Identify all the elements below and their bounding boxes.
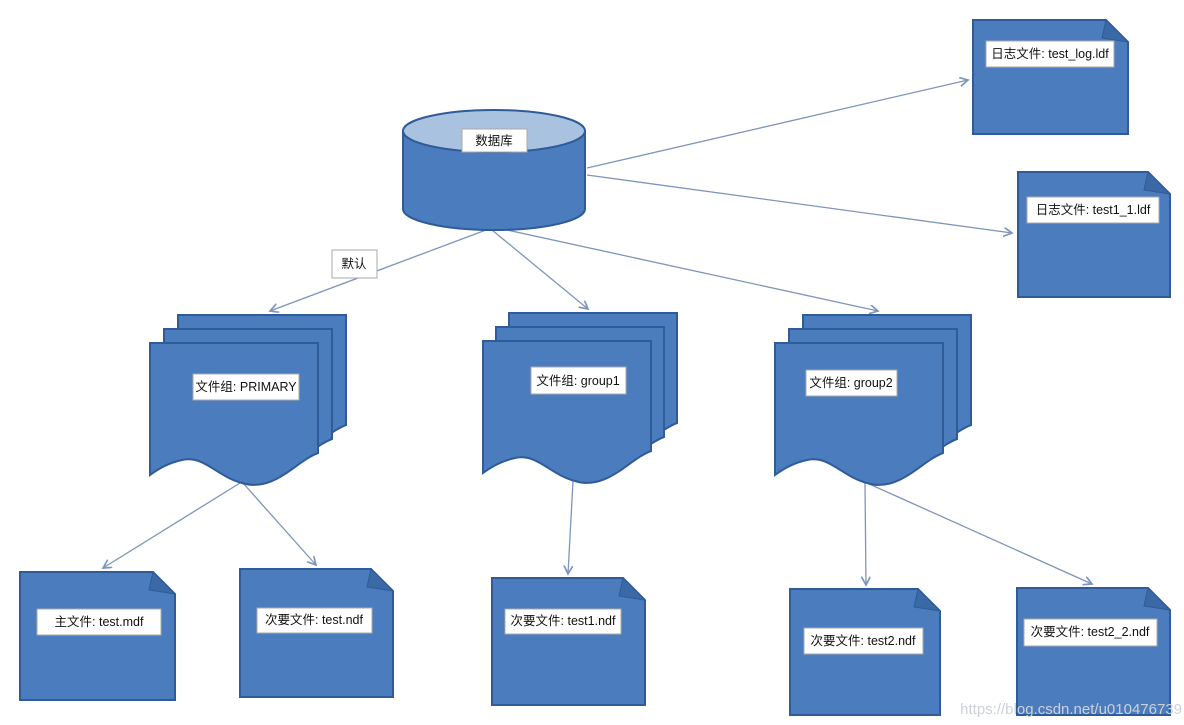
file-group-group1-label-text: 文件组: group1: [536, 373, 619, 388]
label-data-file-1: 次要文件: test.ndf: [256, 607, 373, 634]
edge-group2-ndf2_2: [866, 482, 1092, 584]
file-group-group2-label-text: 文件组: group2: [809, 375, 892, 390]
node-data-file-0: 主文件: test.mdf: [19, 571, 177, 701]
edge-db-log1: [586, 174, 1012, 233]
node-data-file-3: 次要文件: test2.ndf: [789, 588, 942, 716]
edge-primary-mdf: [103, 482, 241, 568]
database-cylinder: 数据库: [402, 109, 586, 231]
edge-group1-ndf1: [568, 480, 574, 574]
node-file-group-primary: 文件组: PRIMARY: [149, 314, 347, 486]
node-data-file-1: 次要文件: test.ndf: [239, 568, 395, 698]
edge-primary-ndf: [242, 482, 316, 565]
log-file-1-label-text: 日志文件: test1_1.ldf: [1036, 202, 1151, 217]
data-file-0-label-text: 主文件: test.mdf: [55, 614, 144, 629]
edges: [103, 80, 1092, 585]
folded-corner-icon: [913, 588, 942, 612]
folded-corner-icon: [366, 568, 395, 592]
edge-db-log0: [586, 80, 968, 169]
edge-db-group2: [497, 227, 878, 311]
watermark: https://blog.csdn.net/u010476739: [960, 701, 1182, 718]
label-data-file-0: 主文件: test.mdf: [36, 608, 162, 636]
node-log-file-0: 日志文件: test_log.ldf: [972, 19, 1130, 135]
label-file-group-primary: 文件组: PRIMARY: [192, 373, 300, 401]
edge-label-default: 默认: [331, 249, 378, 279]
node-data-file-4: 次要文件: test2_2.ndf: [1016, 587, 1172, 716]
data-file-4-label-text: 次要文件: test2_2.ndf: [1031, 624, 1150, 639]
label-database: 数据库: [461, 128, 528, 153]
folded-corner-icon: [1143, 171, 1172, 195]
label-file-group-group1: 文件组: group1: [530, 366, 627, 395]
label-data-file-4: 次要文件: test2_2.ndf: [1023, 618, 1158, 647]
label-log-file-1: 日志文件: test1_1.ldf: [1026, 196, 1160, 224]
file-group-primary-label-text: 文件组: PRIMARY: [195, 379, 297, 394]
folded-corner-icon: [1101, 19, 1130, 43]
data-file-2-label-text: 次要文件: test1.ndf: [511, 613, 616, 628]
label-data-file-3: 次要文件: test2.ndf: [803, 627, 924, 655]
edge-db-primary: [270, 229, 487, 311]
node-data-file-2: 次要文件: test1.ndf: [491, 577, 647, 706]
folded-corner-icon: [618, 577, 647, 601]
folded-corner-icon: [148, 571, 177, 595]
data-file-1-label-text: 次要文件: test.ndf: [265, 612, 363, 627]
label-log-file-0: 日志文件: test_log.ldf: [985, 40, 1115, 68]
label-data-file-2: 次要文件: test1.ndf: [504, 608, 622, 635]
label-file-group-group2: 文件组: group2: [805, 369, 898, 397]
edge-label-default-text: 默认: [341, 256, 367, 271]
folded-corner-icon: [1143, 587, 1172, 611]
node-file-group-group1: 文件组: group1: [482, 312, 678, 484]
database-label-text: 数据库: [475, 133, 513, 148]
edge-db-group1: [491, 229, 588, 309]
log-file-0-label-text: 日志文件: test_log.ldf: [991, 46, 1109, 61]
node-log-file-1: 日志文件: test1_1.ldf: [1017, 171, 1172, 298]
edge-group2-ndf2: [865, 482, 866, 585]
data-file-3-label-text: 次要文件: test2.ndf: [811, 633, 916, 648]
node-file-group-group2: 文件组: group2: [774, 314, 972, 486]
